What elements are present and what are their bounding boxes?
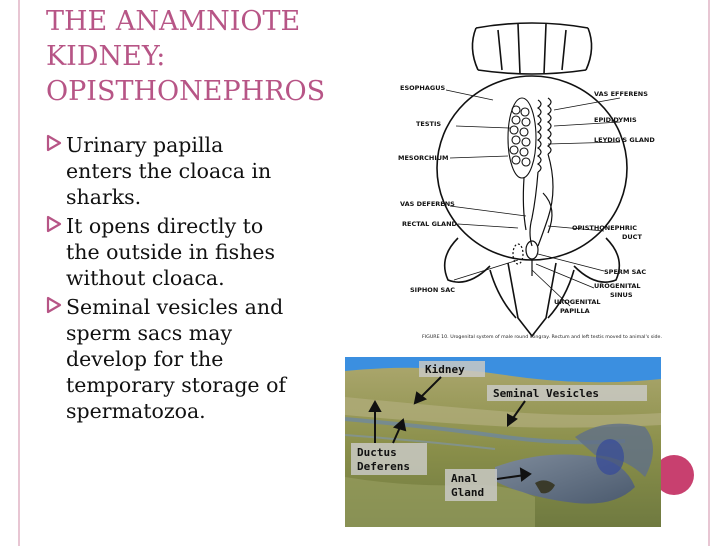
diagram-label-vas-deferens: VAS DEFERENS <box>400 200 455 208</box>
diagram-label-leydigs-gland: LEYDIG'S GLAND <box>594 136 655 144</box>
bullet-line: the outside in fishes <box>66 240 276 264</box>
bullet-item: Urinary papilla enters the cloaca in sha… <box>46 132 346 210</box>
photo-label-ductus: Ductus <box>357 446 397 459</box>
bullet-item: It opens directly to the outside in fish… <box>46 213 346 291</box>
bullet-line: without cloaca. <box>66 266 225 290</box>
arrow-bullet-icon <box>46 134 62 152</box>
diagram-label-mesorchium: MESORCHIUM <box>398 154 449 162</box>
title-line: OPISTHONEPHROS <box>46 76 326 107</box>
bullet-line: sharks. <box>66 185 142 209</box>
left-frame-line <box>18 0 20 546</box>
bullet-line: spermatozoa. <box>66 399 206 423</box>
bullet-line: It opens directly to <box>66 214 264 238</box>
slide-title: THE ANAMNIOTE KIDNEY: OPISTHONEPHROS <box>46 4 356 109</box>
diagram-label-sperm-sac: SPERM SAC <box>604 268 646 276</box>
stingray-diagram: ESOPHAGUS VAS EFFERENS TESTIS EPIDIDYMIS… <box>398 22 662 340</box>
diagram-label-testis: TESTIS <box>416 120 441 128</box>
photo-label-anal: Anal <box>451 472 478 485</box>
dissection-photo: Kidney Seminal Vesicles Ductus Deferens … <box>345 357 661 527</box>
bullet-line: develop for the <box>66 347 224 371</box>
diagram-label-rectal-gland: RECTAL GLAND <box>402 220 458 228</box>
photo-label-seminal-vesicles: Seminal Vesicles <box>493 387 599 400</box>
diagram-label-urogenital: UROGENITAL <box>594 282 641 290</box>
title-line: KIDNEY: <box>46 41 166 72</box>
diagram-label-epididymis: EPIDIDYMIS <box>594 116 637 124</box>
bullet-line: Seminal vesicles and <box>66 295 284 319</box>
diagram-label-duct: DUCT <box>622 233 642 241</box>
bullet-line: temporary storage of <box>66 373 287 397</box>
diagram-caption: FIGURE 10. Urogenital system of male rou… <box>422 334 662 340</box>
diagram-label-urogenital-2: UROGENITAL <box>554 298 601 306</box>
diagram-label-sinus: SINUS <box>610 291 633 299</box>
bullet-line: sperm sacs may <box>66 321 233 345</box>
diagram-label-vas-efferens: VAS EFFERENS <box>594 90 648 98</box>
diagram-label-esophagus: ESOPHAGUS <box>400 84 445 92</box>
photo-label-kidney: Kidney <box>425 363 465 376</box>
diagram-label-siphon-sac: SIPHON SAC <box>410 286 455 294</box>
photo-label-gland: Gland <box>451 486 484 499</box>
arrow-bullet-icon <box>46 215 62 233</box>
diagram-label-papilla: PAPILLA <box>560 307 590 315</box>
title-line: THE ANAMNIOTE <box>46 6 301 37</box>
bullet-line: enters the cloaca in <box>66 159 272 183</box>
bullet-list: Urinary papilla enters the cloaca in sha… <box>46 132 346 427</box>
bullet-line: Urinary papilla <box>66 133 224 157</box>
bullet-item: Seminal vesicles and sperm sacs may deve… <box>46 294 346 424</box>
photo-label-deferens: Deferens <box>357 460 410 473</box>
arrow-bullet-icon <box>46 296 62 314</box>
right-frame-line <box>708 0 710 546</box>
diagram-label-opisthonephric: OPISTHONEPHRIC <box>572 224 637 232</box>
